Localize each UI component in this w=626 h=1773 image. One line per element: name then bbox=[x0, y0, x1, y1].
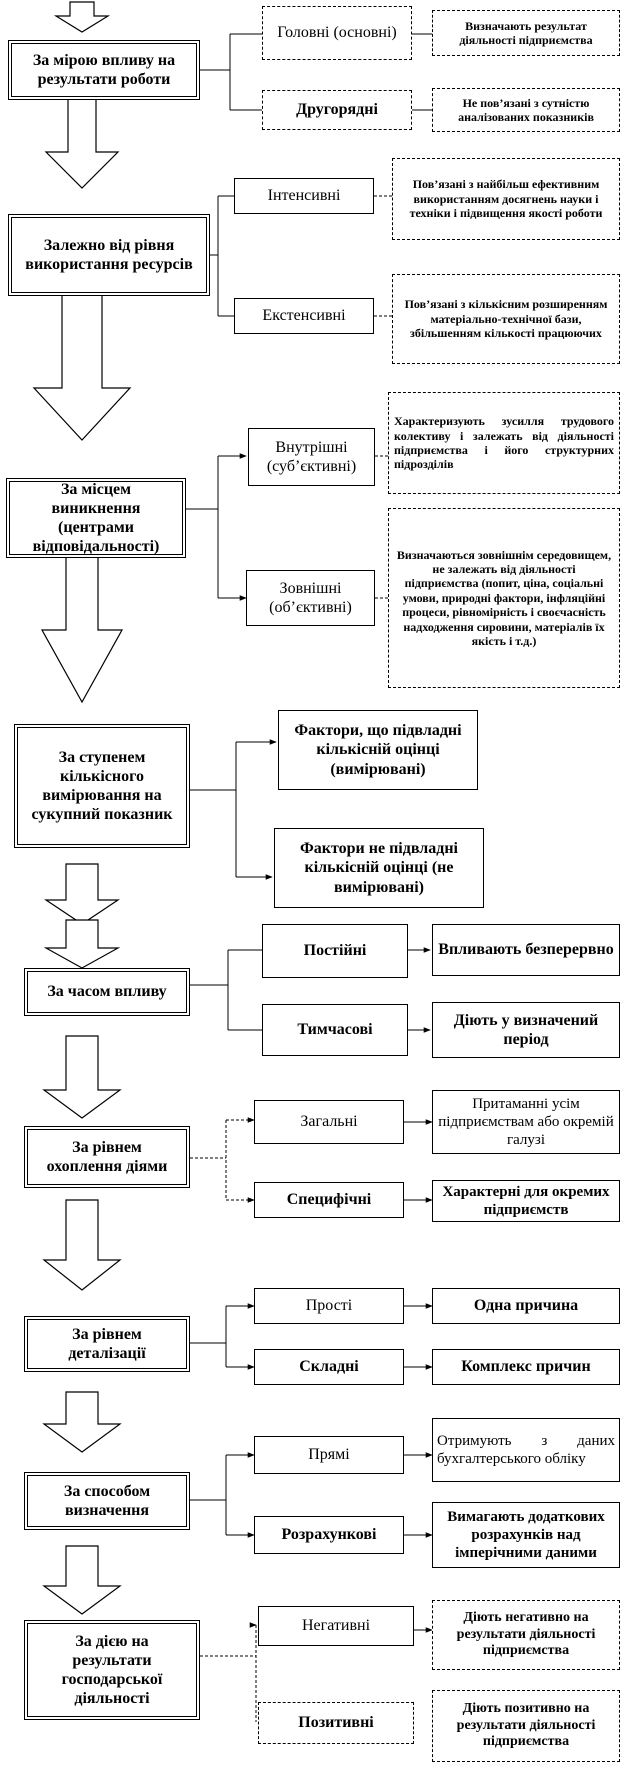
desc-positive: Діють позитивно на результати діяльності… bbox=[432, 1690, 620, 1762]
factor-extensive: Екстенсивні bbox=[234, 298, 374, 334]
factor-general: Загальні bbox=[254, 1100, 404, 1144]
down-arrow-5 bbox=[44, 863, 120, 925]
factor-calculated: Розрахункові bbox=[254, 1516, 404, 1554]
factor-complex: Складні bbox=[254, 1349, 404, 1385]
category-time: За часом впливу bbox=[24, 968, 190, 1016]
factor-temporary: Тимчасові bbox=[262, 1004, 408, 1056]
down-arrow-8 bbox=[42, 1391, 122, 1453]
factor-external: Зовнішні (об’єктивні) bbox=[246, 570, 375, 626]
category-coverage: За рівнем охоплення діями bbox=[24, 1126, 190, 1188]
desc-direct: Отримують з даних бухгалтерського обліку bbox=[432, 1418, 620, 1482]
down-arrow-2 bbox=[44, 95, 120, 189]
factor-simple: Прості bbox=[254, 1288, 404, 1324]
desc-secondary: Не пов’язані з сутністю аналізованих пок… bbox=[432, 88, 620, 132]
desc-internal: Характеризують зусилля трудового колекти… bbox=[388, 392, 620, 494]
down-arrow-5b bbox=[43, 919, 121, 969]
factor-direct: Прямі bbox=[254, 1436, 404, 1474]
factor-main: Головні (основні) bbox=[262, 6, 412, 60]
desc-extensive: Пов’язані з кількісним розширенням матер… bbox=[392, 274, 620, 364]
category-detail: За рівнем деталізації bbox=[24, 1316, 190, 1372]
down-arrow-6 bbox=[42, 1035, 122, 1119]
category-method: За способом визначення bbox=[24, 1472, 190, 1530]
desc-complex: Комплекс причин bbox=[432, 1349, 620, 1385]
desc-negative: Діють негативно на результати діяльності… bbox=[432, 1600, 620, 1670]
desc-general: Притаманні усім підприємствам або окремі… bbox=[432, 1090, 620, 1154]
desc-permanent: Впливають безперервно bbox=[432, 924, 620, 976]
desc-simple: Одна причина bbox=[432, 1288, 620, 1324]
factor-measurable: Фактори, що підвладні кількісній оцінці … bbox=[278, 710, 478, 790]
desc-intensive: Пов’язані з найбільш ефективним використ… bbox=[392, 158, 620, 240]
category-quantification: За ступенем кількісного вимірювання на с… bbox=[14, 724, 190, 848]
category-origin: За місцем виникнення (центрами відповіда… bbox=[6, 478, 186, 558]
factor-negative: Негативні bbox=[258, 1606, 414, 1646]
desc-calculated: Вимагають додаткових розрахунків над імп… bbox=[432, 1502, 620, 1568]
down-arrow-1 bbox=[53, 1, 111, 33]
factor-internal: Внутрішні (суб’єктивні) bbox=[248, 428, 375, 486]
factor-intensive: Інтенсивні bbox=[234, 178, 374, 214]
category-impact-measure: За мірою впливу на результати роботи bbox=[8, 40, 200, 100]
down-arrow-7 bbox=[42, 1199, 122, 1291]
factor-non-measurable: Фактори не підвладні кількісній оцінці (… bbox=[274, 828, 484, 908]
down-arrow-9 bbox=[42, 1545, 122, 1615]
category-effect: За дією на результати господарської діял… bbox=[24, 1620, 200, 1720]
factor-specific: Специфічні bbox=[254, 1182, 404, 1218]
desc-temporary: Діють у визначений період bbox=[432, 1002, 620, 1058]
desc-external: Визначаються зовнішнім середовищем, не з… bbox=[388, 508, 620, 688]
category-resource-use: Залежно від рівня використання ресурсів bbox=[8, 214, 210, 296]
factor-secondary: Другорядні bbox=[262, 90, 412, 130]
factor-positive: Позитивні bbox=[258, 1702, 414, 1744]
desc-specific: Характерні для окремих підприємств bbox=[432, 1180, 620, 1222]
desc-main: Визначають результат діяльності підприєм… bbox=[432, 10, 620, 56]
factor-permanent: Постійні bbox=[262, 924, 408, 978]
